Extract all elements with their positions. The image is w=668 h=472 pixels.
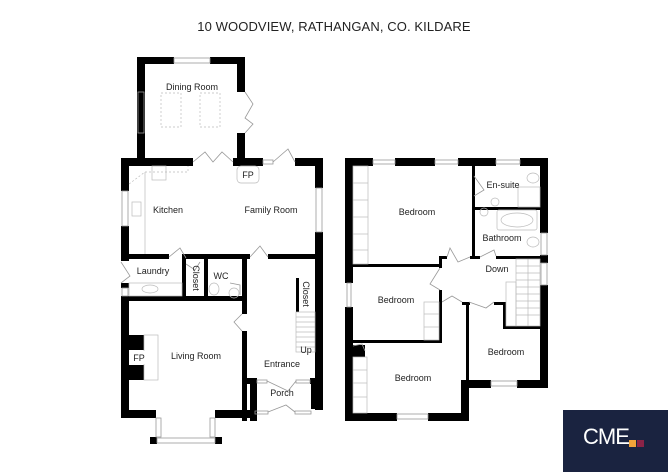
room-label-wc: WC: [214, 271, 229, 281]
fireplace-label-living-room: FP: [133, 353, 145, 363]
ground-floor-fixtures: [128, 92, 316, 381]
room-label-bedroom-3: Bedroom: [488, 347, 525, 357]
logo-maroon-square-icon: [637, 440, 644, 447]
ground-floor-labels: Dining Room Kitchen Family Room Laundry …: [132, 82, 312, 398]
logo-orange-square-icon: [629, 440, 636, 447]
first-floor-fixtures: [352, 165, 541, 414]
room-label-porch: Porch: [270, 388, 294, 398]
room-label-en-suite: En-suite: [486, 180, 519, 190]
room-label-living-room: Living Room: [171, 351, 221, 361]
room-label-kitchen: Kitchen: [153, 205, 183, 215]
room-label-entrance: Entrance: [264, 359, 300, 369]
room-label-bedroom-2: Bedroom: [378, 295, 415, 305]
first-floor-walls: [345, 158, 548, 421]
room-label-closet: Closet: [191, 265, 201, 291]
room-label-bathroom: Bathroom: [482, 233, 521, 243]
first-floor-doors: [352, 175, 497, 352]
ground-floor-windows: [121, 57, 323, 444]
logo-text: CME: [583, 424, 630, 449]
room-label-family-room: Family Room: [244, 205, 297, 215]
room-label-dining-room: Dining Room: [166, 82, 218, 92]
stairs-down-label: Down: [485, 264, 508, 274]
room-label-bedroom-1: Bedroom: [399, 207, 436, 217]
first-floor-windows: [346, 159, 548, 420]
fireplace-label-family-room: FP: [242, 170, 254, 180]
cme-logo: CME: [563, 410, 668, 472]
room-label-bedroom-4: Bedroom: [395, 373, 432, 383]
first-floor-labels: Bedroom En-suite Bathroom Down Bedroom B…: [378, 180, 525, 383]
plan-title: 10 WOODVIEW, RATHANGAN, CO. KILDARE: [197, 19, 471, 34]
ground-floor-walls: [121, 57, 323, 444]
ground-floor-doors: [120, 91, 297, 413]
room-label-closet-hall: Closet: [301, 281, 311, 307]
stairs-up-label: Up: [300, 345, 312, 355]
room-label-laundry: Laundry: [137, 266, 170, 276]
